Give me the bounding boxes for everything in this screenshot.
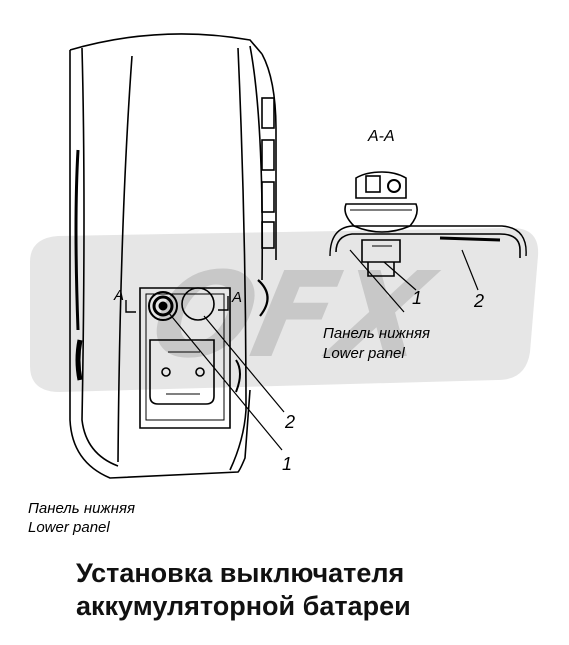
leader-lines-detail xyxy=(349,249,479,313)
section-title: A-A xyxy=(367,128,395,145)
leader-lines-main xyxy=(167,311,285,451)
detail-panel-label-ru: Панель нижняя xyxy=(323,325,430,342)
switch-mount-main xyxy=(181,287,215,321)
caption-line-2: аккумуляторной батареи xyxy=(76,591,411,621)
section-marks xyxy=(125,296,229,313)
callout-1-main: 1 xyxy=(282,454,292,474)
callout-1-detail: 1 xyxy=(412,288,422,308)
section-detail xyxy=(329,171,527,277)
section-mark-left: A xyxy=(113,287,124,304)
section-mark-right: A xyxy=(231,289,242,306)
detail-panel-label-en: Lower panel xyxy=(323,345,405,362)
main-panel-label-en: Lower panel xyxy=(28,519,110,536)
watermark-text: OFX xyxy=(140,247,446,384)
battery-switch-main xyxy=(148,291,178,321)
watermark-logo: OFX xyxy=(30,228,539,392)
callout-2-main: 2 xyxy=(284,412,295,432)
main-panel-label-ru: Панель нижняя xyxy=(28,500,135,517)
caption-line-1: Установка выключателя xyxy=(76,558,405,588)
callout-2-detail: 2 xyxy=(473,291,484,311)
